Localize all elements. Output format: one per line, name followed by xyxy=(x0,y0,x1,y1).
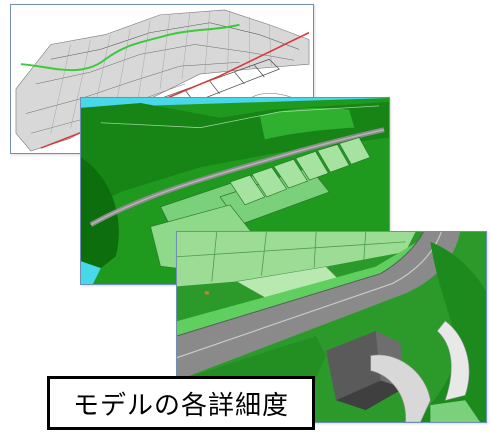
caption-text: モデルの各詳細度 xyxy=(72,390,289,421)
detailed-road-model-image xyxy=(176,231,487,423)
caption-box: モデルの各詳細度 xyxy=(47,376,315,430)
